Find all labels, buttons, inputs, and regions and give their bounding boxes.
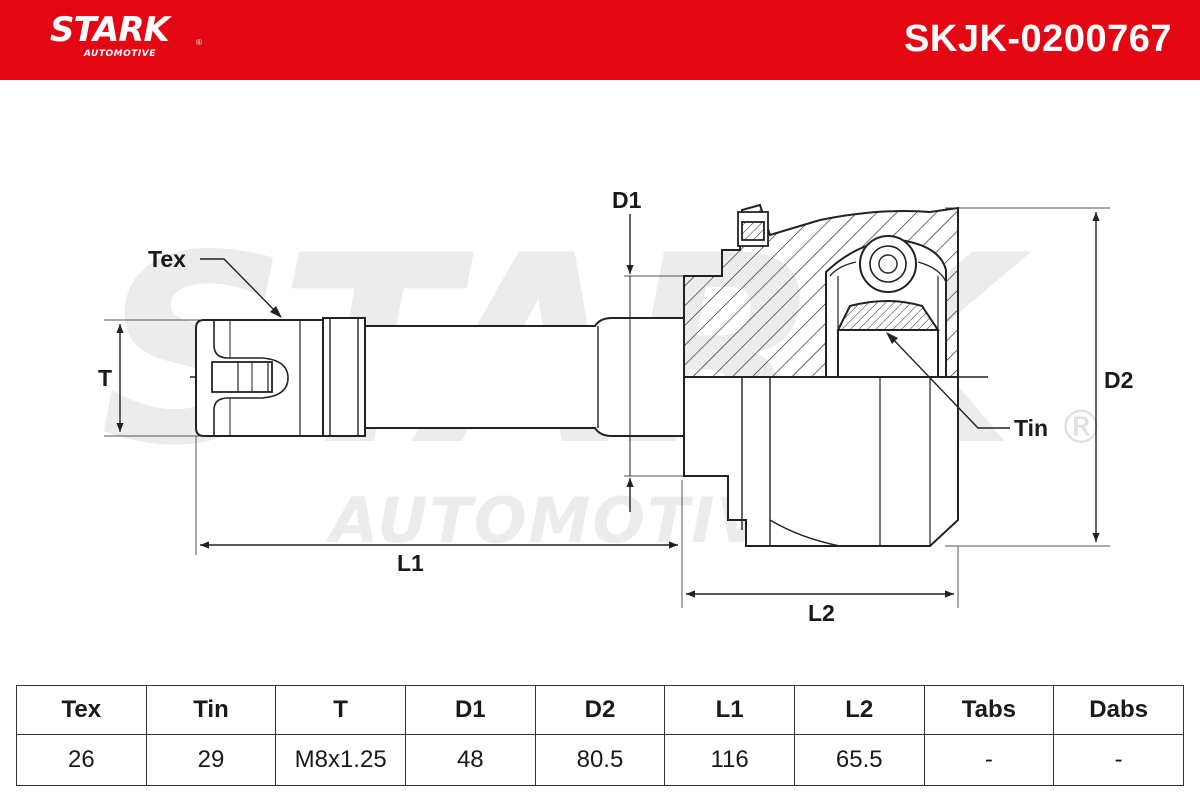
- specs-value-row: 26 29 M8x1.25 48 80.5 116 65.5 - -: [16, 734, 1184, 786]
- header-bar: STARK AUTOMOTIVE ® SKJK-0200767: [0, 0, 1200, 80]
- threaded-stub: [195, 319, 324, 437]
- label-d2: D2: [1104, 367, 1133, 393]
- specs-header-cell: L1: [664, 685, 795, 735]
- specs-header-cell: Tex: [16, 685, 147, 735]
- tex-leader-arrowhead: [270, 306, 282, 318]
- tin-leader-arrowhead: [886, 332, 898, 344]
- brand-logo: STARK: [50, 10, 170, 50]
- spline-section: [322, 317, 366, 437]
- specs-header-cell: D2: [534, 685, 666, 735]
- specs-header-cell: Tin: [145, 685, 277, 735]
- boot-clamp: [737, 211, 769, 247]
- label-t: T: [98, 365, 112, 391]
- extension-lines: [104, 207, 1110, 608]
- specs-header-cell: Dabs: [1053, 685, 1184, 735]
- specs-value-cell: 48: [404, 734, 536, 786]
- part-number: SKJK-0200767: [904, 18, 1172, 60]
- specs-value-cell: 29: [145, 734, 277, 786]
- housing-section: [683, 203, 959, 378]
- specs-header-cell: L2: [793, 685, 925, 735]
- specs-value-cell: 116: [664, 734, 795, 786]
- registered-mark: ®: [196, 38, 202, 47]
- specs-header-cell: T: [275, 685, 406, 735]
- label-l2: L2: [808, 600, 835, 626]
- specs-header-cell: Tabs: [923, 685, 1055, 735]
- tin-leader: [887, 333, 1010, 429]
- label-tin: Tin: [1014, 415, 1048, 441]
- outer-housing: [683, 376, 959, 547]
- label-l1: L1: [397, 550, 424, 576]
- shaft: [361, 317, 685, 437]
- label-tex: Tex: [148, 246, 186, 272]
- tex-leader: [200, 258, 281, 317]
- specs-value-cell: 80.5: [534, 734, 666, 786]
- specs-header-cell: D1: [404, 685, 536, 735]
- specs-value-cell: 65.5: [793, 734, 925, 786]
- specs-table: Tex Tin T D1 D2 L1 L2 Tabs Dabs 26 29 M8…: [16, 685, 1184, 786]
- specs-value-cell: M8x1.25: [275, 734, 406, 786]
- specs-value-cell: -: [1053, 734, 1184, 786]
- label-d1: D1: [612, 187, 642, 213]
- cv-joint-drawing: Tex Tin T D1 D2 L1 L2: [98, 187, 1133, 626]
- specs-value-cell: 26: [16, 734, 147, 786]
- specs-header-row: Tex Tin T D1 D2 L1 L2 Tabs Dabs: [16, 685, 1184, 735]
- specs-value-cell: -: [923, 734, 1055, 786]
- brand-logo-subtitle: AUTOMOTIVE: [84, 49, 156, 59]
